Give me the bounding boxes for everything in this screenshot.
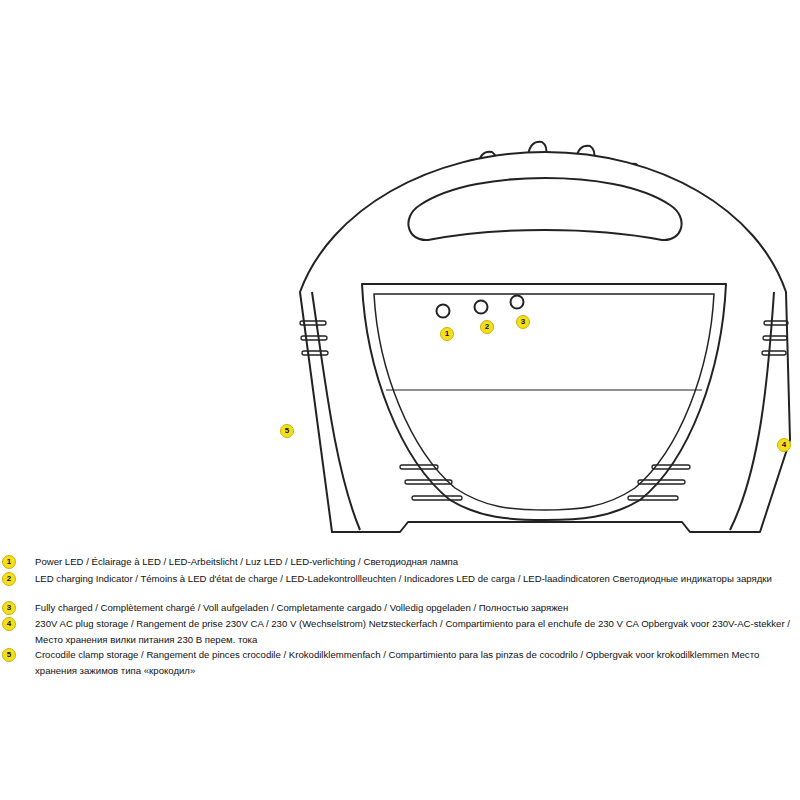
callout-number: 4 <box>777 438 791 452</box>
legend-description: Crocodile clamp storage / Rangement de p… <box>35 647 793 679</box>
vent-slots <box>300 321 788 500</box>
callout-text: 3 <box>521 318 525 326</box>
legend-description: Fully charged / Complètement chargé / Vo… <box>35 600 793 616</box>
vent-slot <box>762 351 786 355</box>
vent-slot <box>405 480 452 484</box>
callout-text: 4 <box>782 441 786 449</box>
full-led <box>511 296 524 309</box>
callout-text: 1 <box>445 330 449 338</box>
callout-number: 3 <box>2 601 16 615</box>
callout-text: 5 <box>7 651 11 659</box>
legend-description: 230V AC plug storage / Rangement de pris… <box>35 616 793 648</box>
callout-text: 2 <box>7 575 11 583</box>
legend-description: Power LED / Éclairage à LED / LED-Arbeit… <box>35 554 793 570</box>
callout-text: 4 <box>7 620 11 628</box>
vent-slot <box>764 321 788 325</box>
callout-number: 3 <box>516 315 530 329</box>
vent-slot <box>301 336 327 340</box>
callout-number: 2 <box>2 572 16 586</box>
callout-text: 5 <box>285 427 289 435</box>
callout-number: 5 <box>2 648 16 662</box>
charger-body <box>300 142 790 532</box>
callout-number: 2 <box>480 320 494 334</box>
charging-led <box>475 301 488 314</box>
vent-slot <box>302 351 328 355</box>
vent-slot <box>652 465 690 469</box>
legend-description: LED charging Indicator / Témoins à LED d… <box>35 571 793 587</box>
vent-slot <box>300 321 326 325</box>
vent-slot <box>400 465 438 469</box>
callout-number: 5 <box>280 424 294 438</box>
vent-slot <box>638 480 685 484</box>
vent-slot <box>628 496 678 500</box>
callout-text: 2 <box>485 323 489 331</box>
vent-slot <box>412 496 462 500</box>
panel-divider <box>386 389 702 390</box>
callout-number: 4 <box>2 617 16 631</box>
side-seam <box>312 292 360 530</box>
callout-number: 1 <box>440 327 454 341</box>
vent-slot <box>763 336 787 340</box>
panel-window <box>374 294 714 510</box>
callout-number: 1 <box>2 555 16 569</box>
housing-outline <box>300 152 790 532</box>
front-panel <box>362 284 726 520</box>
power-led <box>437 305 450 318</box>
callout-text: 1 <box>7 558 11 566</box>
handle-slot <box>408 178 681 240</box>
callout-text: 3 <box>7 604 11 612</box>
side-seam <box>730 292 774 530</box>
